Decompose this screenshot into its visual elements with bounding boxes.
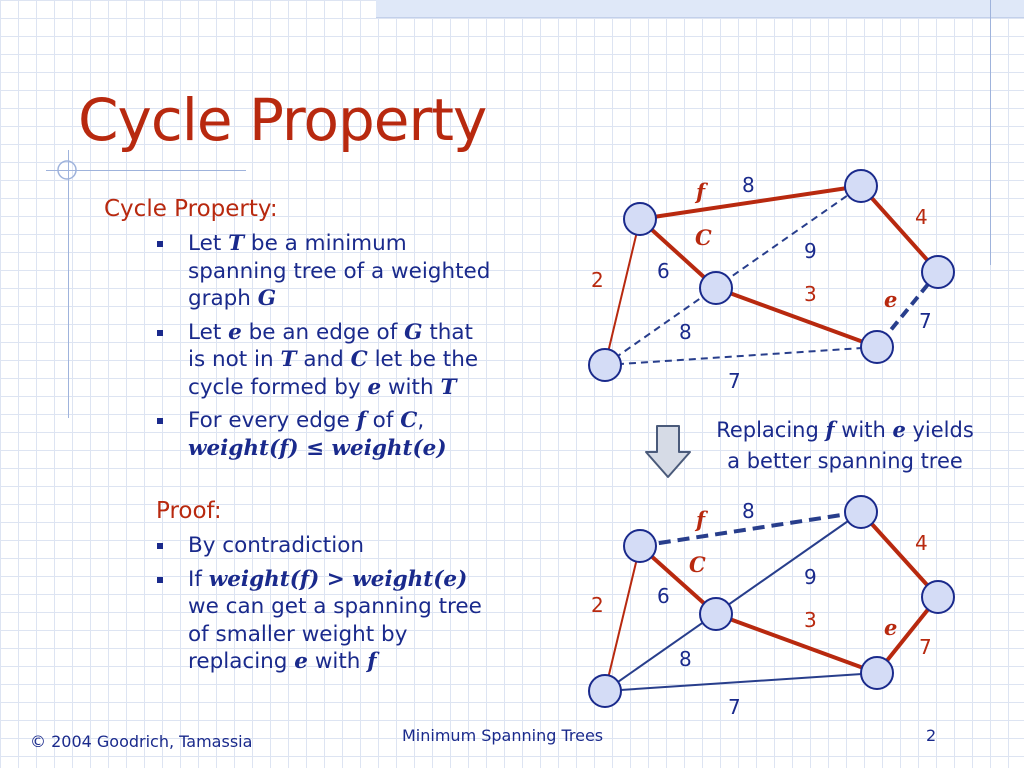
weight-label-4: 4 (915, 531, 928, 555)
weight-label-8-middle: 8 (679, 647, 692, 671)
edge-label-e: e (884, 287, 897, 312)
vertex-v4 (699, 597, 733, 631)
vertex-v2 (844, 495, 878, 529)
caption-line-2: a better spanning tree (727, 449, 963, 473)
down-arrow-icon (645, 425, 691, 478)
vertex-v5 (860, 656, 894, 690)
weight-label-2: 2 (591, 268, 604, 292)
weight-label-2: 2 (591, 593, 604, 617)
weight-label-9: 9 (804, 239, 817, 263)
weight-label-8-middle: 8 (679, 320, 692, 344)
vertex-v6 (588, 348, 622, 382)
edge-v4-v5 (715, 612, 878, 675)
edge-label-f: f (694, 507, 709, 532)
bullet-proof-argument: If weight(f) > weight(e) we can get a sp… (156, 566, 496, 676)
weight-label-9: 9 (804, 565, 817, 589)
decor-vertical-line-left (68, 150, 69, 418)
bullet-weight-inequality: For every edge f of C,weight(f) ≤ weight… (156, 407, 496, 462)
edge-v6-v2 (604, 511, 862, 692)
top-decorative-band (376, 0, 1024, 18)
edge-v6-v2-dashed (604, 185, 862, 366)
weight-label-7-bottom: 7 (728, 369, 741, 393)
vertex-v1 (623, 202, 657, 236)
weight-label-7-right: 7 (919, 635, 932, 659)
bottom-graph-labels: 8 4 9 6 2 3 7 8 7 f C e (591, 499, 932, 719)
edge-label-e: e (884, 615, 897, 640)
cycle-label-c: C (695, 225, 712, 250)
vertex-v3 (921, 255, 955, 289)
edge-v2-v3 (859, 184, 940, 274)
vertex-v4 (699, 271, 733, 305)
weight-label-7-right: 7 (919, 309, 932, 333)
weight-label-4: 4 (915, 205, 928, 229)
weight-label-6: 6 (657, 584, 670, 608)
edge-v1-v4 (638, 217, 718, 290)
section-heading-proof: Proof: (156, 498, 222, 524)
footer-copyright: © 2004 Goodrich, Tamassia (30, 732, 253, 751)
edge-v2-v3 (859, 510, 940, 599)
edge-v6-v5-dashed (604, 346, 878, 366)
property-bullet-list: Let T be a minimum spanning tree of a we… (156, 230, 496, 468)
vertex-v6 (588, 674, 622, 708)
bullet-by-contradiction: By contradiction (156, 532, 496, 560)
caption-line-1: Replacing f with e yields (716, 417, 974, 442)
vertex-v3 (921, 580, 955, 614)
bullet-edge-not-in-tree: Let e be an edge of G that is not in T a… (156, 319, 496, 402)
edge-v6-v5 (604, 672, 878, 692)
footer-page-number: 2 (926, 726, 937, 745)
top-graph-vertices (588, 169, 955, 382)
weight-label-3: 3 (804, 608, 817, 632)
decor-vertical-line-right (990, 0, 991, 265)
footer-slide-title: Minimum Spanning Trees (402, 726, 604, 745)
decor-crosshair-circle (57, 160, 77, 180)
edge-v1-v6 (604, 545, 641, 692)
edge-v4-v5 (715, 286, 878, 349)
weight-label-7-bottom: 7 (728, 695, 741, 719)
section-heading-cycle-property: Cycle Property: (104, 196, 278, 222)
weight-label-8-top: 8 (742, 173, 755, 197)
vertex-v2 (844, 169, 878, 203)
replacement-caption: Replacing f with e yields a better spann… (700, 414, 990, 477)
slide-title: Cycle Property (78, 86, 487, 154)
weight-label-8-top: 8 (742, 499, 755, 523)
edge-v1-v2-f (639, 184, 862, 221)
vertex-v1 (623, 529, 657, 563)
bullet-mst-definition: Let T be a minimum spanning tree of a we… (156, 230, 496, 313)
bottom-graph-vertices (588, 495, 955, 708)
top-graph-labels: 8 4 9 6 2 3 7 8 7 f C e (591, 173, 932, 393)
proof-bullet-list: By contradiction If weight(f) > weight(e… (156, 532, 496, 682)
vertex-v5 (860, 330, 894, 364)
cycle-label-c: C (689, 552, 706, 577)
decor-horizontal-line (46, 170, 246, 171)
edge-v1-v6 (604, 218, 641, 366)
weight-label-3: 3 (804, 282, 817, 306)
weight-label-6: 6 (657, 259, 670, 283)
